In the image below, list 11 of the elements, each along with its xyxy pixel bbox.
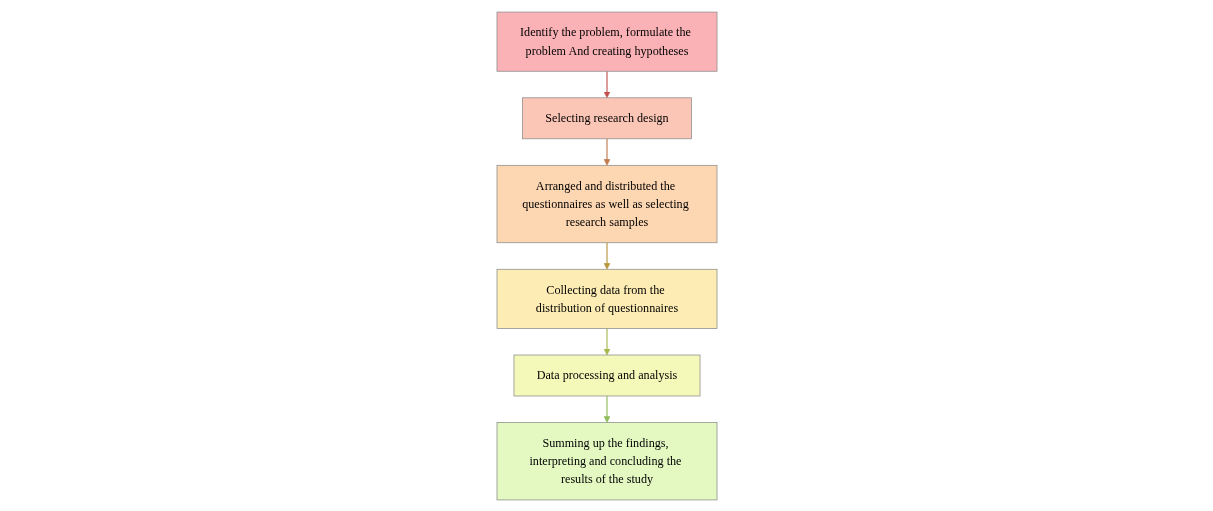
arrow	[603, 70, 610, 98]
arrow	[603, 241, 610, 270]
node-box: Data processing and analysis	[513, 354, 700, 396]
node-box: Identify the problem, formulate the problem And creating hypotheses	[496, 11, 717, 72]
node-box: Selecting research design	[521, 96, 692, 139]
arrow	[603, 394, 610, 423]
arrow	[603, 327, 610, 355]
node-box: Collecting data from the distribution of questionnaires	[496, 268, 717, 329]
node-box: Summing up the findings, interpreting and concluding the results of the study	[496, 421, 717, 500]
arrow	[603, 137, 610, 166]
node-box: Arranged and distributed the questionnaires as well as selecting research samples	[496, 164, 717, 243]
